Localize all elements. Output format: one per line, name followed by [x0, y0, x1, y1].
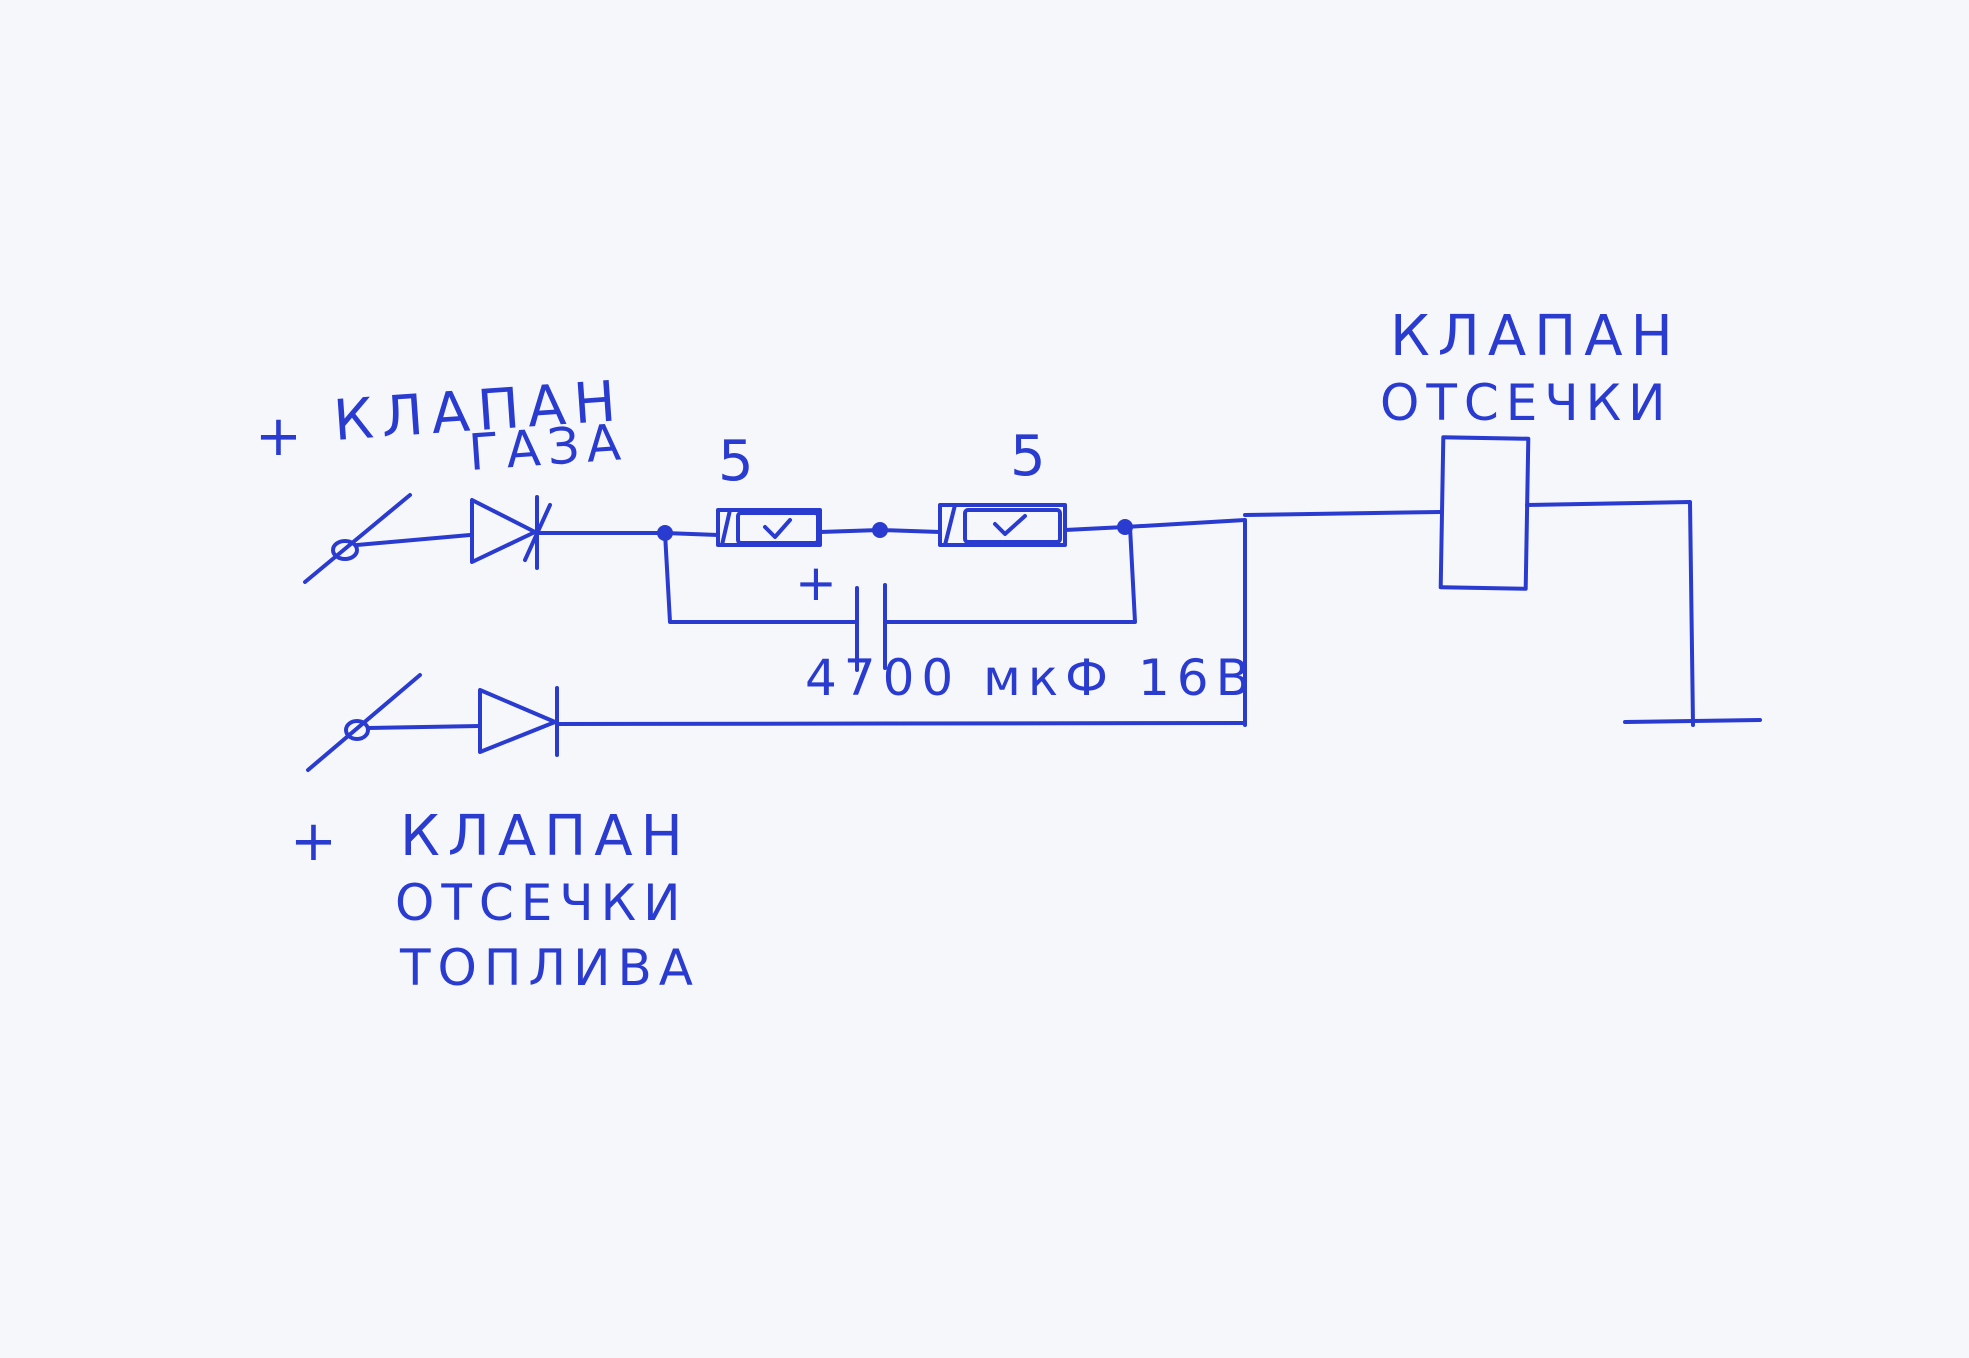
resistor-1-icon [716, 508, 822, 547]
gas-input-wire [355, 533, 472, 547]
gas-valve-plus: + [255, 404, 310, 469]
top-wire-2 [663, 531, 720, 537]
top-wire-4 [878, 528, 942, 534]
resistor-1-value: 5 [718, 429, 762, 494]
fuel-diode-icon [478, 686, 559, 757]
gas-input-terminal [303, 493, 412, 584]
cutoff-valve-coil-icon [1438, 435, 1531, 591]
fuel-input-wire [366, 724, 482, 730]
fuel-input-terminal [306, 673, 422, 772]
capacitor-value: 4700 мкФ 16В [805, 649, 1257, 707]
gas-valve-label-line2: ГАЗА [467, 413, 630, 482]
fuel-valve-label-line3: ТОПЛИВА [399, 939, 700, 997]
ground-icon [1623, 718, 1762, 724]
resistor-2-value: 5 [1010, 424, 1054, 489]
capacitor-icon [855, 583, 887, 672]
fuel-valve-label-line1: КЛАПАН [400, 804, 691, 869]
cap-left-wire [663, 531, 857, 624]
top-wire-5 [1063, 525, 1127, 532]
coil-input-wire [1243, 510, 1442, 517]
top-wire-6 [1123, 518, 1247, 727]
bottom-wire [555, 721, 1247, 726]
cutoff-valve-label-line1: КЛАПАН [1390, 304, 1681, 369]
top-wire-3 [818, 528, 882, 534]
cap-right-wire [883, 525, 1137, 624]
resistor-2-icon [938, 503, 1067, 547]
coil-output-wire [1525, 500, 1695, 727]
cutoff-valve-label-line2: ОТСЕЧКИ [1380, 374, 1673, 432]
fuel-valve-plus: + [290, 809, 345, 874]
fuel-valve-label-line2: ОТСЕЧКИ [395, 874, 688, 932]
capacitor-plus: + [795, 554, 844, 612]
